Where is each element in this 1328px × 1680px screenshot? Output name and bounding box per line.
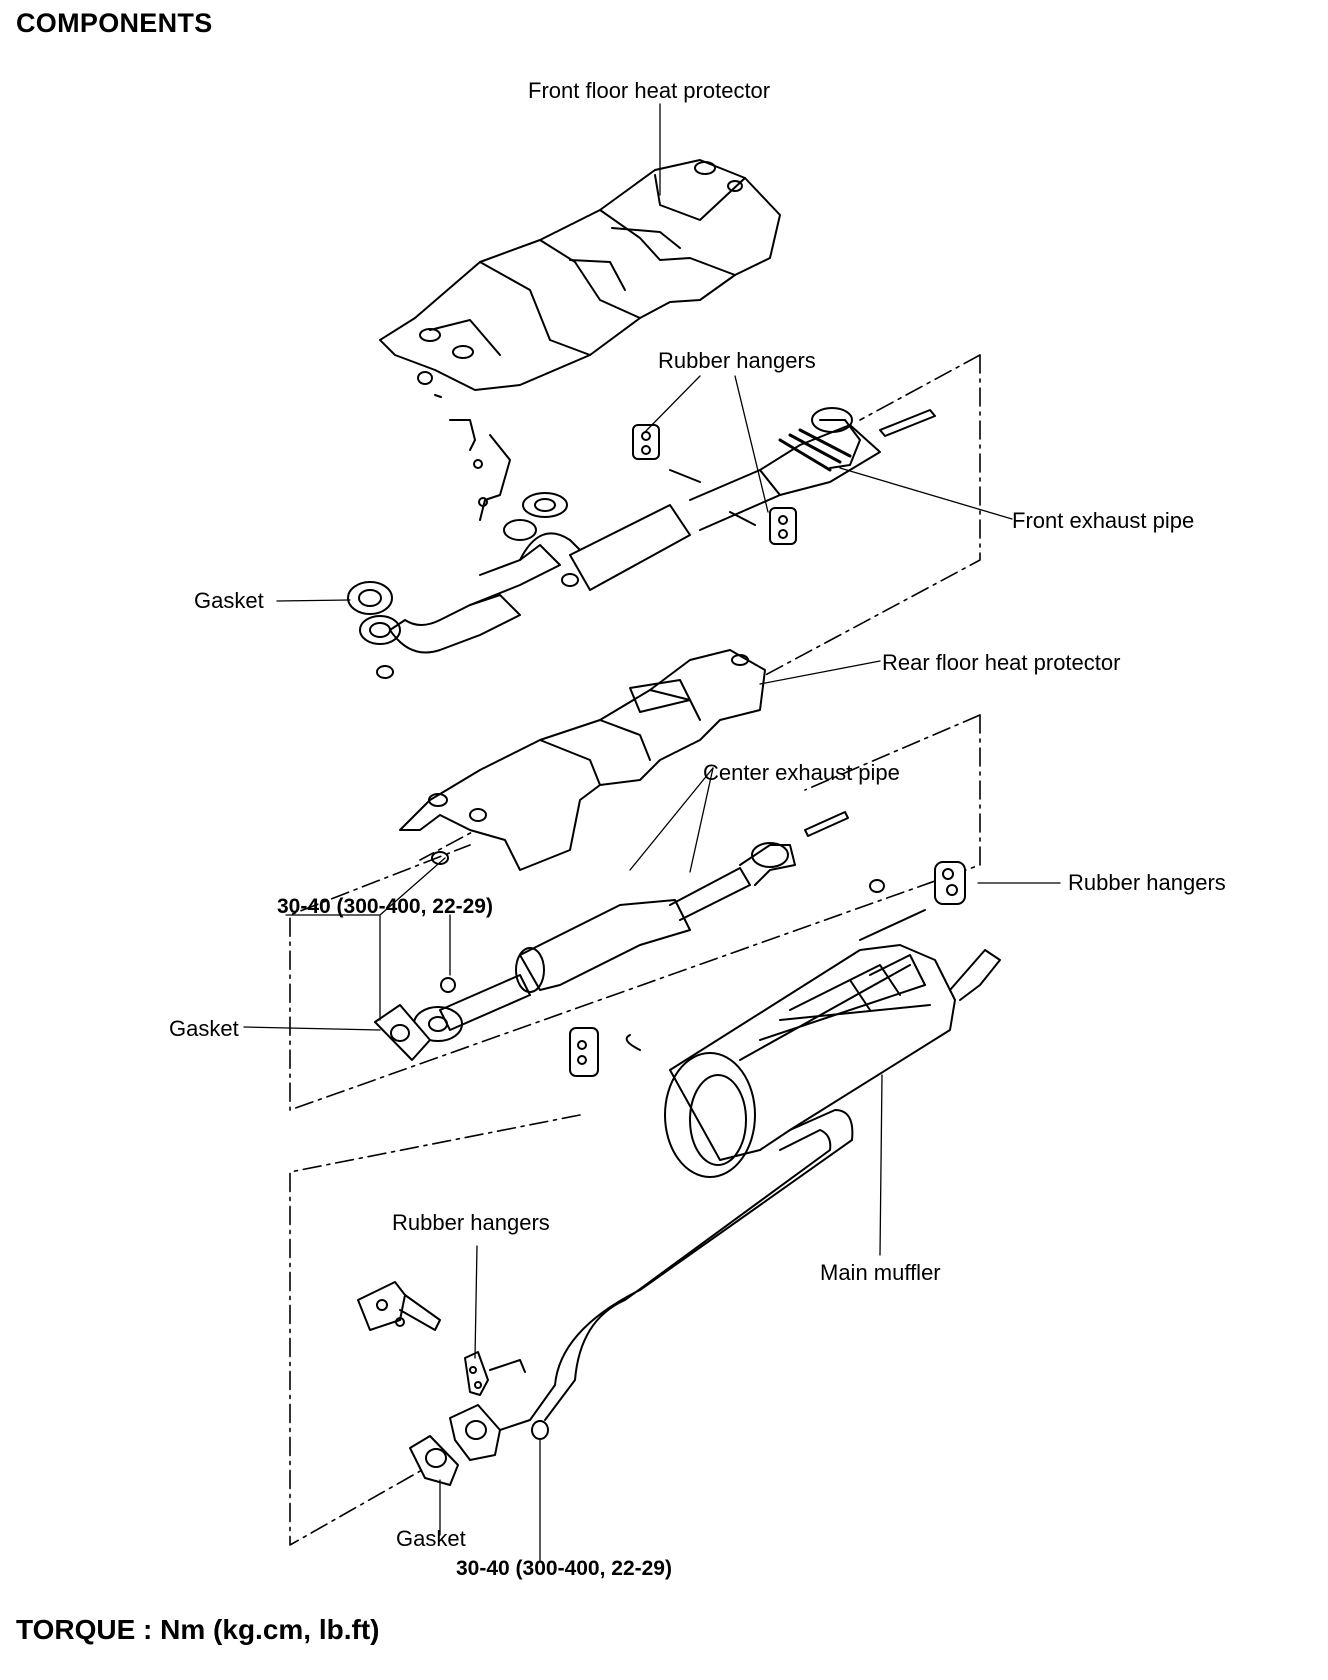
label-torque-bottom: 30-40 (300-400, 22-29) (456, 1557, 672, 1580)
rear-floor-heat-protector-part (399, 649, 766, 871)
rubber-hangers-right-part (859, 861, 966, 941)
rubber-hanger-lower-left-part (569, 1027, 599, 1077)
label-rear-floor-heat-protector: Rear floor heat protector (882, 650, 1121, 675)
page-title: COMPONENTS (16, 8, 213, 38)
label-gasket-upper: Gasket (194, 588, 264, 613)
label-torque-middle: 30-40 (300-400, 22-29) (277, 895, 493, 918)
label-rubber-hangers-bottom: Rubber hangers (392, 1210, 550, 1235)
gasket-upper-part (347, 581, 394, 679)
tail-pipe-bracket-part (357, 1281, 526, 1396)
label-center-exhaust-pipe: Center exhaust pipe (703, 760, 900, 785)
center-exhaust-pipe-part (413, 811, 849, 1042)
leader-lines (243, 103, 1061, 1561)
label-gasket-bottom: Gasket (396, 1526, 466, 1551)
front-exhaust-pipe-part (359, 407, 936, 654)
gasket-middle-part (374, 1004, 431, 1061)
rubber-hangers-top-part (632, 424, 797, 545)
label-front-floor-heat-protector: Front floor heat protector (528, 78, 771, 103)
label-rubber-hangers-right: Rubber hangers (1068, 870, 1226, 895)
label-gasket-middle: Gasket (169, 1016, 239, 1041)
front-floor-heat-protector-part (379, 159, 781, 398)
label-rubber-hangers-top: Rubber hangers (658, 348, 816, 373)
main-muffler-part (499, 944, 1001, 1431)
gasket-bottom-part (409, 1404, 549, 1486)
torque-units-note: TORQUE : Nm (kg.cm, lb.ft) (16, 1614, 380, 1645)
label-main-muffler: Main muffler (820, 1260, 941, 1285)
label-front-exhaust-pipe: Front exhaust pipe (1012, 508, 1195, 533)
